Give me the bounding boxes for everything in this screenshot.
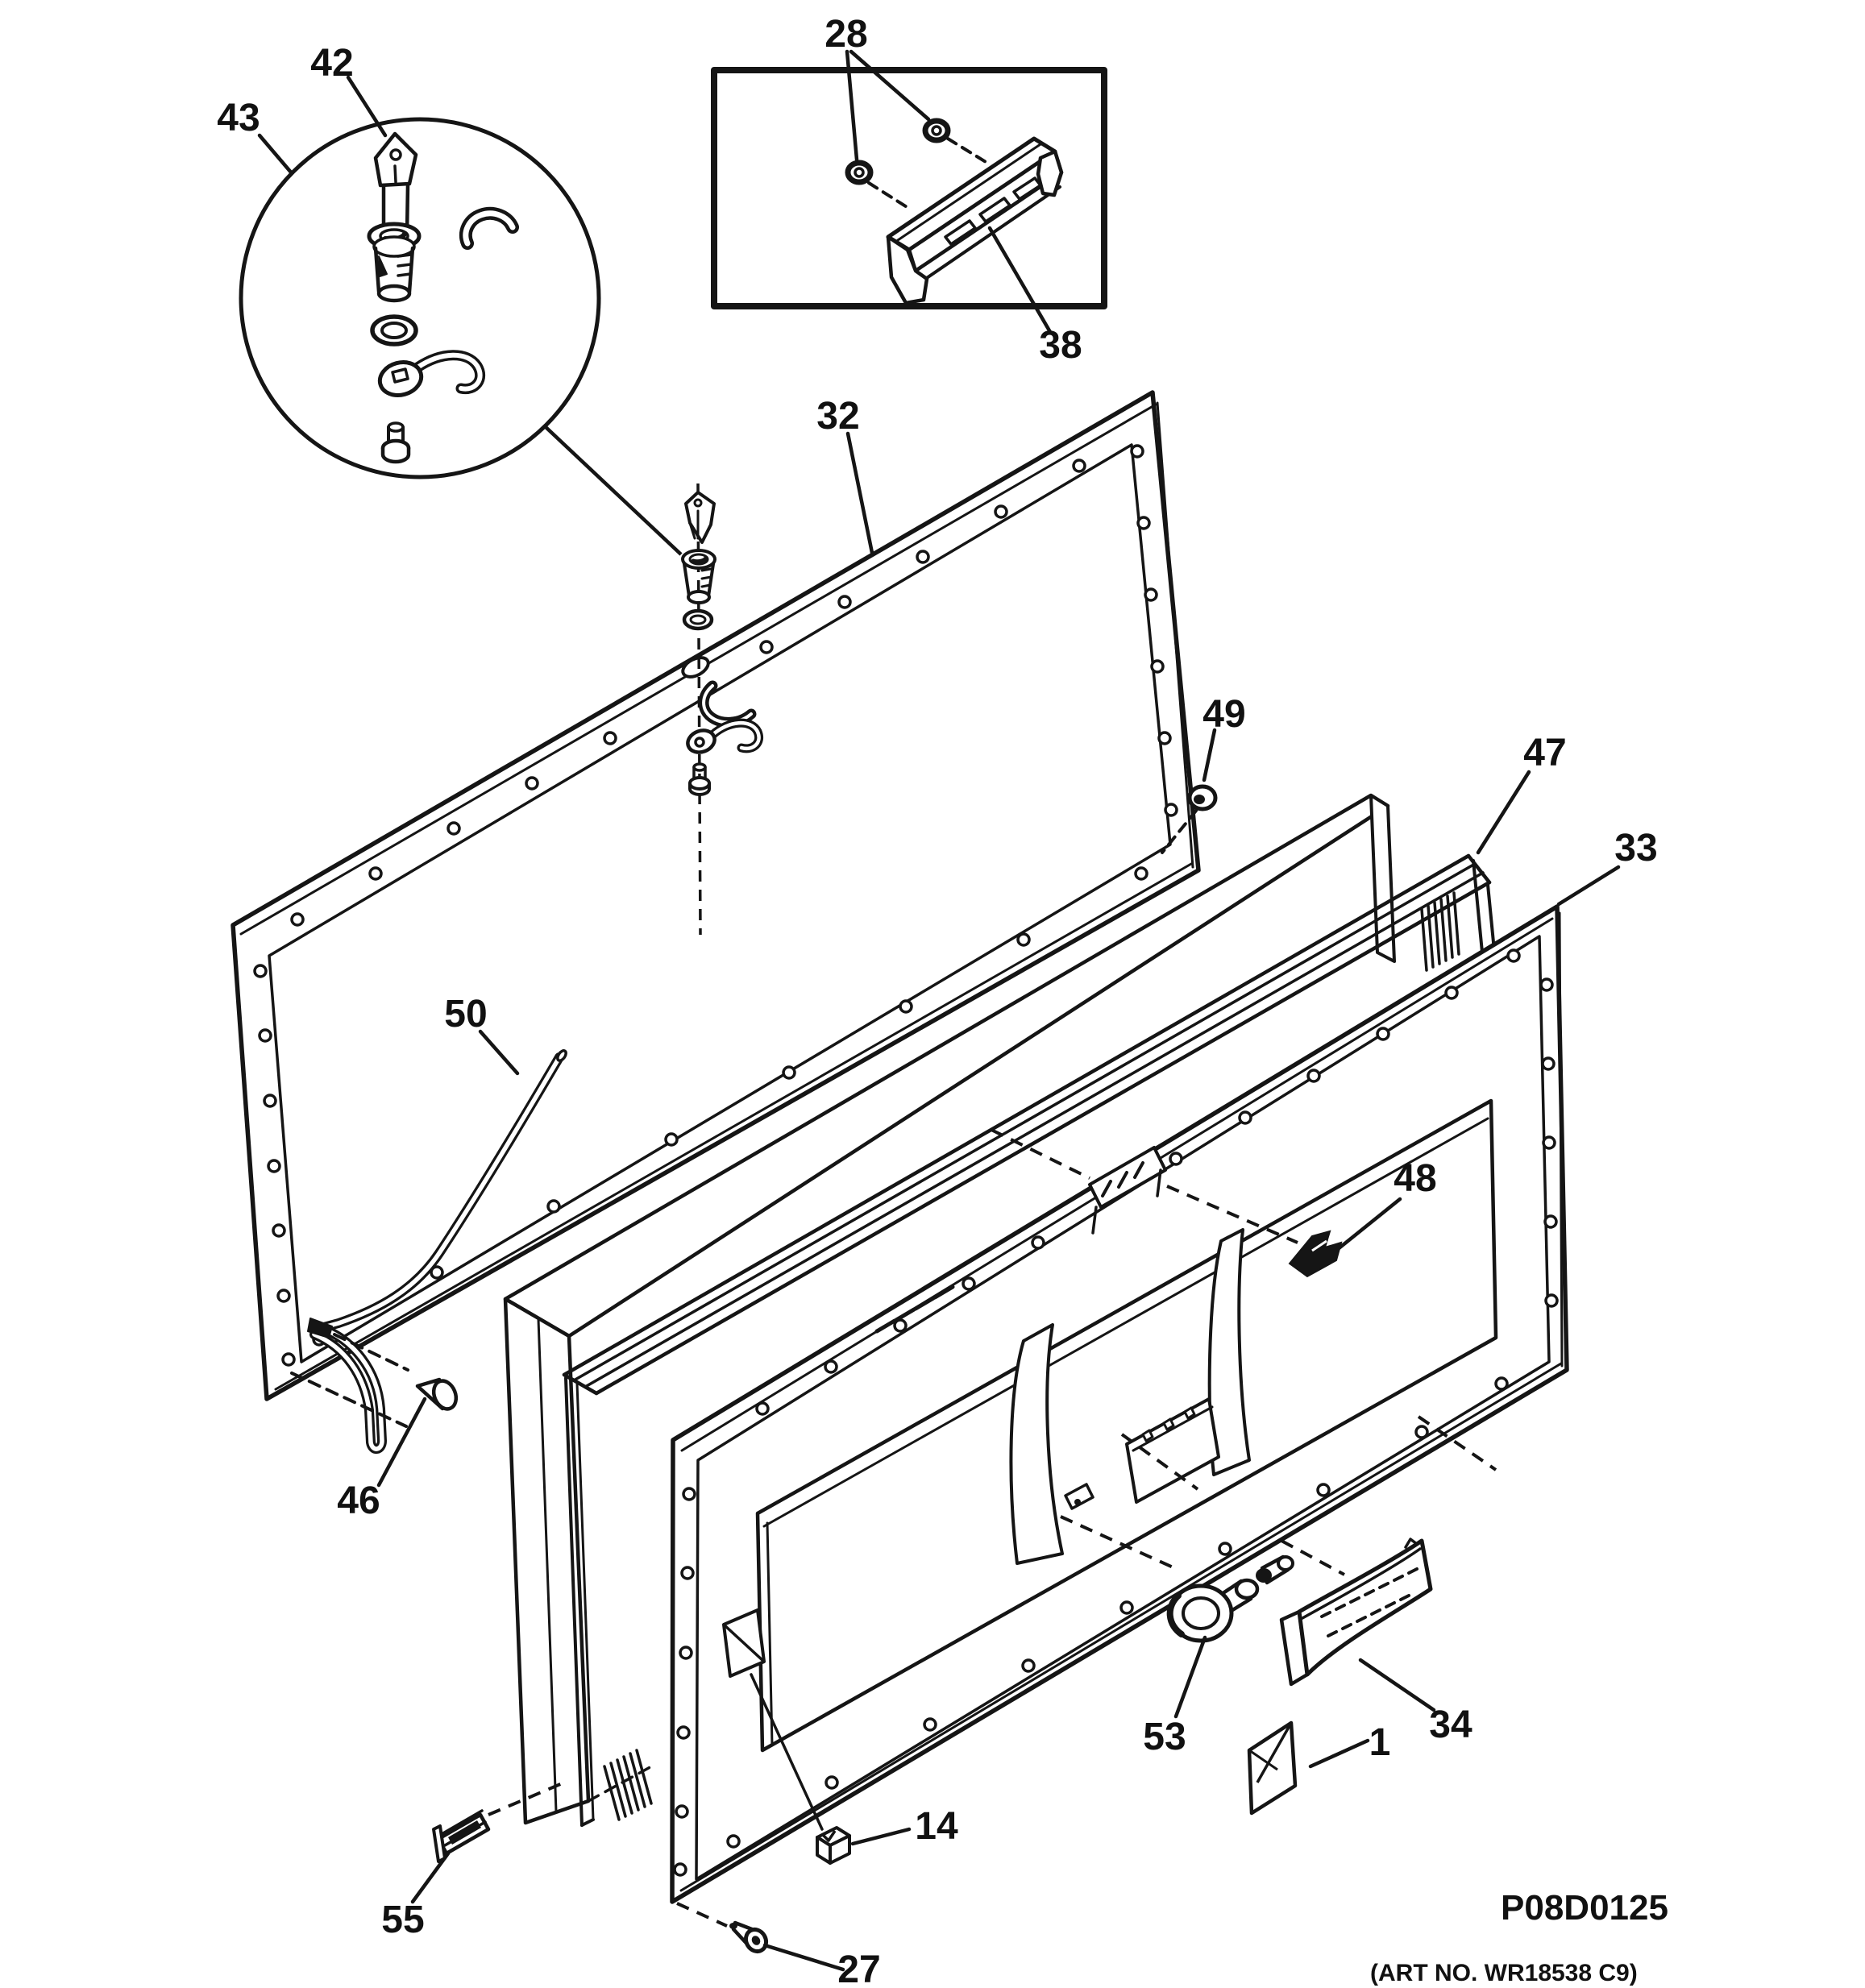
callout-49-leader bbox=[1202, 728, 1217, 782]
rivet-holes-right bbox=[1130, 444, 1178, 817]
vent-grille-34 bbox=[1279, 1538, 1433, 1687]
c-clip-detail bbox=[459, 206, 519, 250]
callout-49: 49 bbox=[1202, 693, 1245, 736]
corner-tag bbox=[722, 1608, 824, 1831]
footer: P08D0125 (ART NO. WR18538 C9) bbox=[1370, 1888, 1668, 1986]
callout-42-leader bbox=[346, 75, 388, 138]
callout-leaders bbox=[257, 49, 1621, 1972]
callout-48: 48 bbox=[1394, 1157, 1436, 1200]
hook-lever-detail bbox=[377, 350, 486, 397]
callout-43-leader bbox=[257, 133, 294, 176]
hook-lever bbox=[686, 718, 763, 754]
callout-28-leader-a bbox=[849, 49, 931, 122]
push-rivet-27 bbox=[729, 1920, 769, 1954]
callout-27: 27 bbox=[837, 1949, 880, 1988]
rivet-holes-bottom bbox=[312, 866, 1148, 1347]
clip-14 bbox=[816, 1826, 851, 1865]
callout-38-leader bbox=[987, 226, 1053, 334]
rivet-holes-bottom bbox=[726, 1376, 1509, 1849]
callout-46: 46 bbox=[337, 1480, 380, 1522]
literature-envelope-1 bbox=[1247, 1720, 1298, 1816]
callout-32-leader bbox=[845, 431, 874, 555]
callout-32: 32 bbox=[816, 395, 859, 438]
callout-34: 34 bbox=[1429, 1704, 1472, 1746]
gasket-corner-bellows-left bbox=[603, 1749, 653, 1821]
nut-b bbox=[845, 160, 874, 185]
callout-53: 53 bbox=[1143, 1716, 1186, 1758]
callout-42: 42 bbox=[310, 42, 353, 85]
callout-43: 43 bbox=[217, 97, 260, 139]
callout-47-leader bbox=[1476, 770, 1531, 855]
plug-column-centerline bbox=[696, 483, 702, 936]
callout-55: 55 bbox=[381, 1899, 424, 1941]
grommet-detail bbox=[367, 222, 422, 303]
harness-clip bbox=[307, 1318, 333, 1338]
callout-labels: 42 43 28 38 32 49 47 33 50 48 46 53 34 1… bbox=[217, 13, 1657, 1988]
callout-1-leader bbox=[1308, 1738, 1370, 1769]
keeper-bracket bbox=[1125, 1397, 1220, 1504]
lock-plug bbox=[684, 491, 716, 544]
grille-slots bbox=[1320, 1567, 1418, 1637]
callout-33-leader bbox=[1556, 865, 1621, 907]
drain-square bbox=[1064, 1483, 1094, 1510]
rivet-holes-left bbox=[673, 1487, 696, 1877]
callout-55-leader bbox=[410, 1851, 451, 1904]
callout-28: 28 bbox=[825, 13, 867, 56]
drawing-code: P08D0125 bbox=[1501, 1888, 1668, 1928]
callout-46-leader bbox=[376, 1397, 427, 1488]
grommet-bushing bbox=[681, 549, 717, 604]
callout-14: 14 bbox=[915, 1805, 958, 1848]
gasket-corner-bellows-right bbox=[1420, 891, 1460, 972]
callout-53-leader bbox=[1173, 1635, 1207, 1719]
callout-14-leader bbox=[850, 1827, 912, 1846]
wire-end bbox=[556, 1049, 567, 1062]
o-ring bbox=[682, 608, 714, 631]
rail-vent-slots bbox=[874, 1285, 955, 1334]
nut-a bbox=[922, 118, 951, 143]
trim-rail-part-38 bbox=[886, 136, 1064, 305]
foam-liner-slab bbox=[503, 793, 1396, 1825]
rivet-holes-top bbox=[290, 459, 1086, 927]
door-stop-button-49 bbox=[1161, 784, 1218, 854]
plug-mounting-hole bbox=[681, 656, 710, 679]
callout-28-leader-b bbox=[845, 49, 859, 162]
shoulder-screw bbox=[688, 762, 711, 796]
axle-pin bbox=[1256, 1554, 1294, 1585]
slide-bracket-55 bbox=[432, 1809, 491, 1863]
plug-cone-46 bbox=[290, 1333, 459, 1428]
rivet-holes-left bbox=[253, 964, 296, 1367]
callout-27-leader bbox=[762, 1943, 845, 1972]
latch-slot-bracket bbox=[1088, 1146, 1167, 1235]
callout-33: 33 bbox=[1614, 827, 1657, 869]
callout-38: 38 bbox=[1039, 324, 1082, 367]
assembly-dashed-lines bbox=[488, 1415, 1497, 1928]
wire-harness-50 bbox=[307, 1049, 567, 1454]
latch-clip-48 bbox=[991, 1128, 1343, 1278]
rivet-holes-top bbox=[755, 948, 1521, 1416]
screw-detail bbox=[380, 421, 411, 464]
callout-34-leader bbox=[1358, 1658, 1436, 1712]
callout-1: 1 bbox=[1369, 1721, 1391, 1764]
pocket-divider-left bbox=[1009, 1323, 1064, 1565]
callout-50-leader bbox=[478, 1029, 520, 1076]
plug-parts-column bbox=[681, 491, 763, 796]
rivet-holes-right bbox=[1539, 977, 1559, 1308]
art-number: (ART NO. WR18538 C9) bbox=[1370, 1960, 1638, 1986]
callout-50: 50 bbox=[444, 993, 487, 1036]
callout-48-leader bbox=[1335, 1197, 1402, 1251]
o-ring-detail bbox=[370, 314, 418, 347]
door-gasket-47 bbox=[562, 853, 1497, 1827]
inset-box bbox=[711, 67, 1107, 309]
circle-to-parts-leader bbox=[543, 425, 683, 556]
detail-circle-43 bbox=[239, 117, 601, 479]
roller-53 bbox=[1166, 1554, 1294, 1643]
callout-47: 47 bbox=[1523, 732, 1566, 774]
